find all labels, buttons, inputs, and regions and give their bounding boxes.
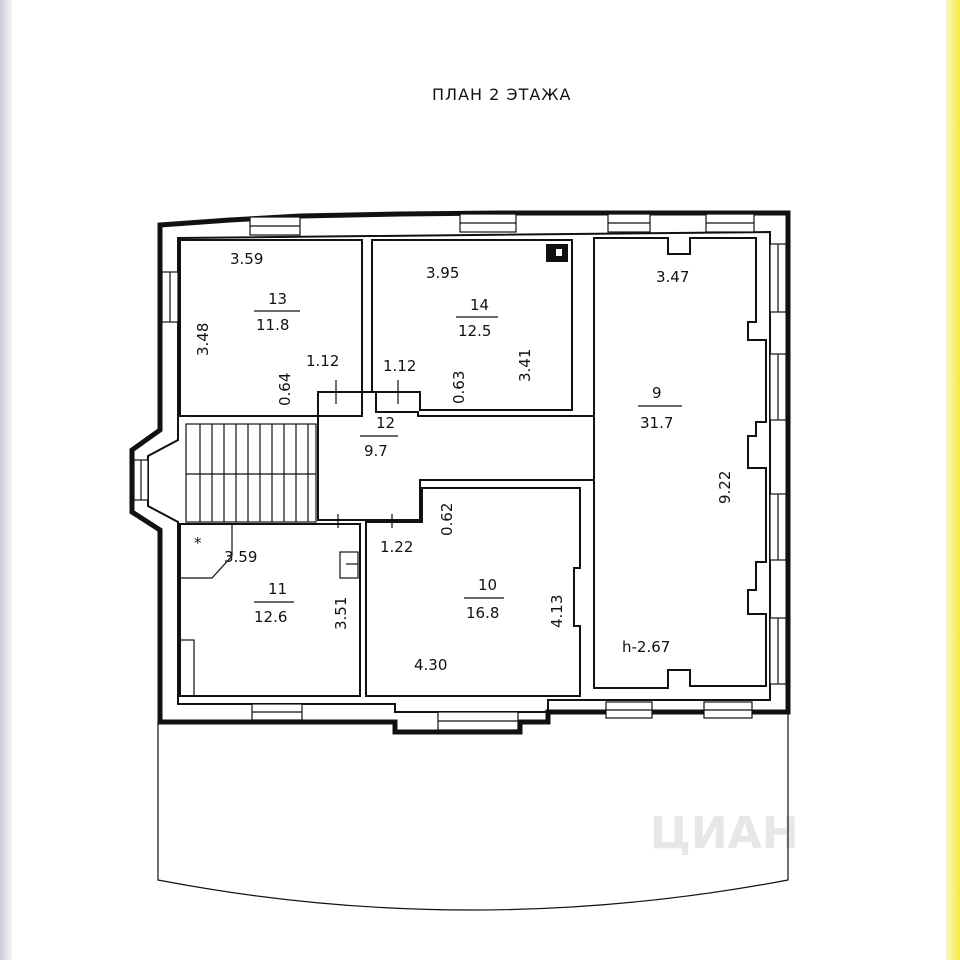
room-13-area: 11.8 bbox=[256, 316, 289, 334]
room-13-width: 3.59 bbox=[230, 250, 263, 268]
room-10-extra: 1.22 bbox=[380, 538, 413, 556]
room-14-number: 14 bbox=[470, 296, 489, 314]
room-9-area: 31.7 bbox=[640, 414, 673, 432]
page-left-edge bbox=[0, 0, 12, 960]
inner-wall bbox=[147, 230, 771, 713]
staircase bbox=[185, 423, 317, 523]
room-13-extra: 1.12 bbox=[306, 352, 339, 370]
room-11-wall-niche bbox=[179, 639, 195, 697]
room-10-width: 4.30 bbox=[414, 656, 447, 674]
room-13-door: 0.64 bbox=[276, 373, 294, 406]
room-14-outline bbox=[371, 239, 573, 411]
room-9-number: 9 bbox=[652, 384, 662, 402]
room-11-vent bbox=[339, 551, 359, 579]
room-14-height: 3.41 bbox=[516, 349, 534, 382]
room-9-outline bbox=[593, 237, 767, 689]
room-11-height: 3.51 bbox=[332, 597, 350, 630]
room-13-number: 13 bbox=[268, 290, 287, 308]
room-14-door: 0.63 bbox=[450, 371, 468, 404]
room-12-area: 9.7 bbox=[364, 442, 388, 460]
room-14-extra: 1.12 bbox=[383, 357, 416, 375]
room-10-height: 4.13 bbox=[548, 595, 566, 628]
room-14-width: 3.95 bbox=[426, 264, 459, 282]
room-11-corner bbox=[180, 523, 233, 579]
room-12-number: 12 bbox=[376, 414, 395, 432]
room-11-light-mark: * bbox=[194, 534, 202, 552]
room-11-area: 12.6 bbox=[254, 608, 287, 626]
room-12-outline bbox=[317, 391, 595, 521]
room-9-width: 3.47 bbox=[656, 268, 689, 286]
ceiling-height-note: h-2.67 bbox=[622, 638, 670, 656]
room-11-outline bbox=[179, 523, 361, 697]
room-13-height: 3.48 bbox=[194, 323, 212, 356]
page-right-edge bbox=[946, 0, 960, 960]
room-10-door: 0.62 bbox=[438, 503, 456, 536]
room-13-outline bbox=[179, 239, 363, 417]
room-10-area: 16.8 bbox=[466, 604, 499, 622]
chimney-opening bbox=[556, 249, 562, 256]
outer-wall bbox=[129, 210, 791, 735]
terrace-outline bbox=[157, 712, 789, 911]
room-11-width: 3.59 bbox=[224, 548, 257, 566]
room-10-number: 10 bbox=[478, 576, 497, 594]
room-10-outline bbox=[365, 487, 581, 697]
room-11-number: 11 bbox=[268, 580, 287, 598]
room-14-area: 12.5 bbox=[458, 322, 491, 340]
room-9-height: 9.22 bbox=[716, 471, 734, 504]
watermark: ЦИАН bbox=[650, 808, 799, 859]
plan-title: ПЛАН 2 ЭТАЖА bbox=[432, 85, 571, 104]
